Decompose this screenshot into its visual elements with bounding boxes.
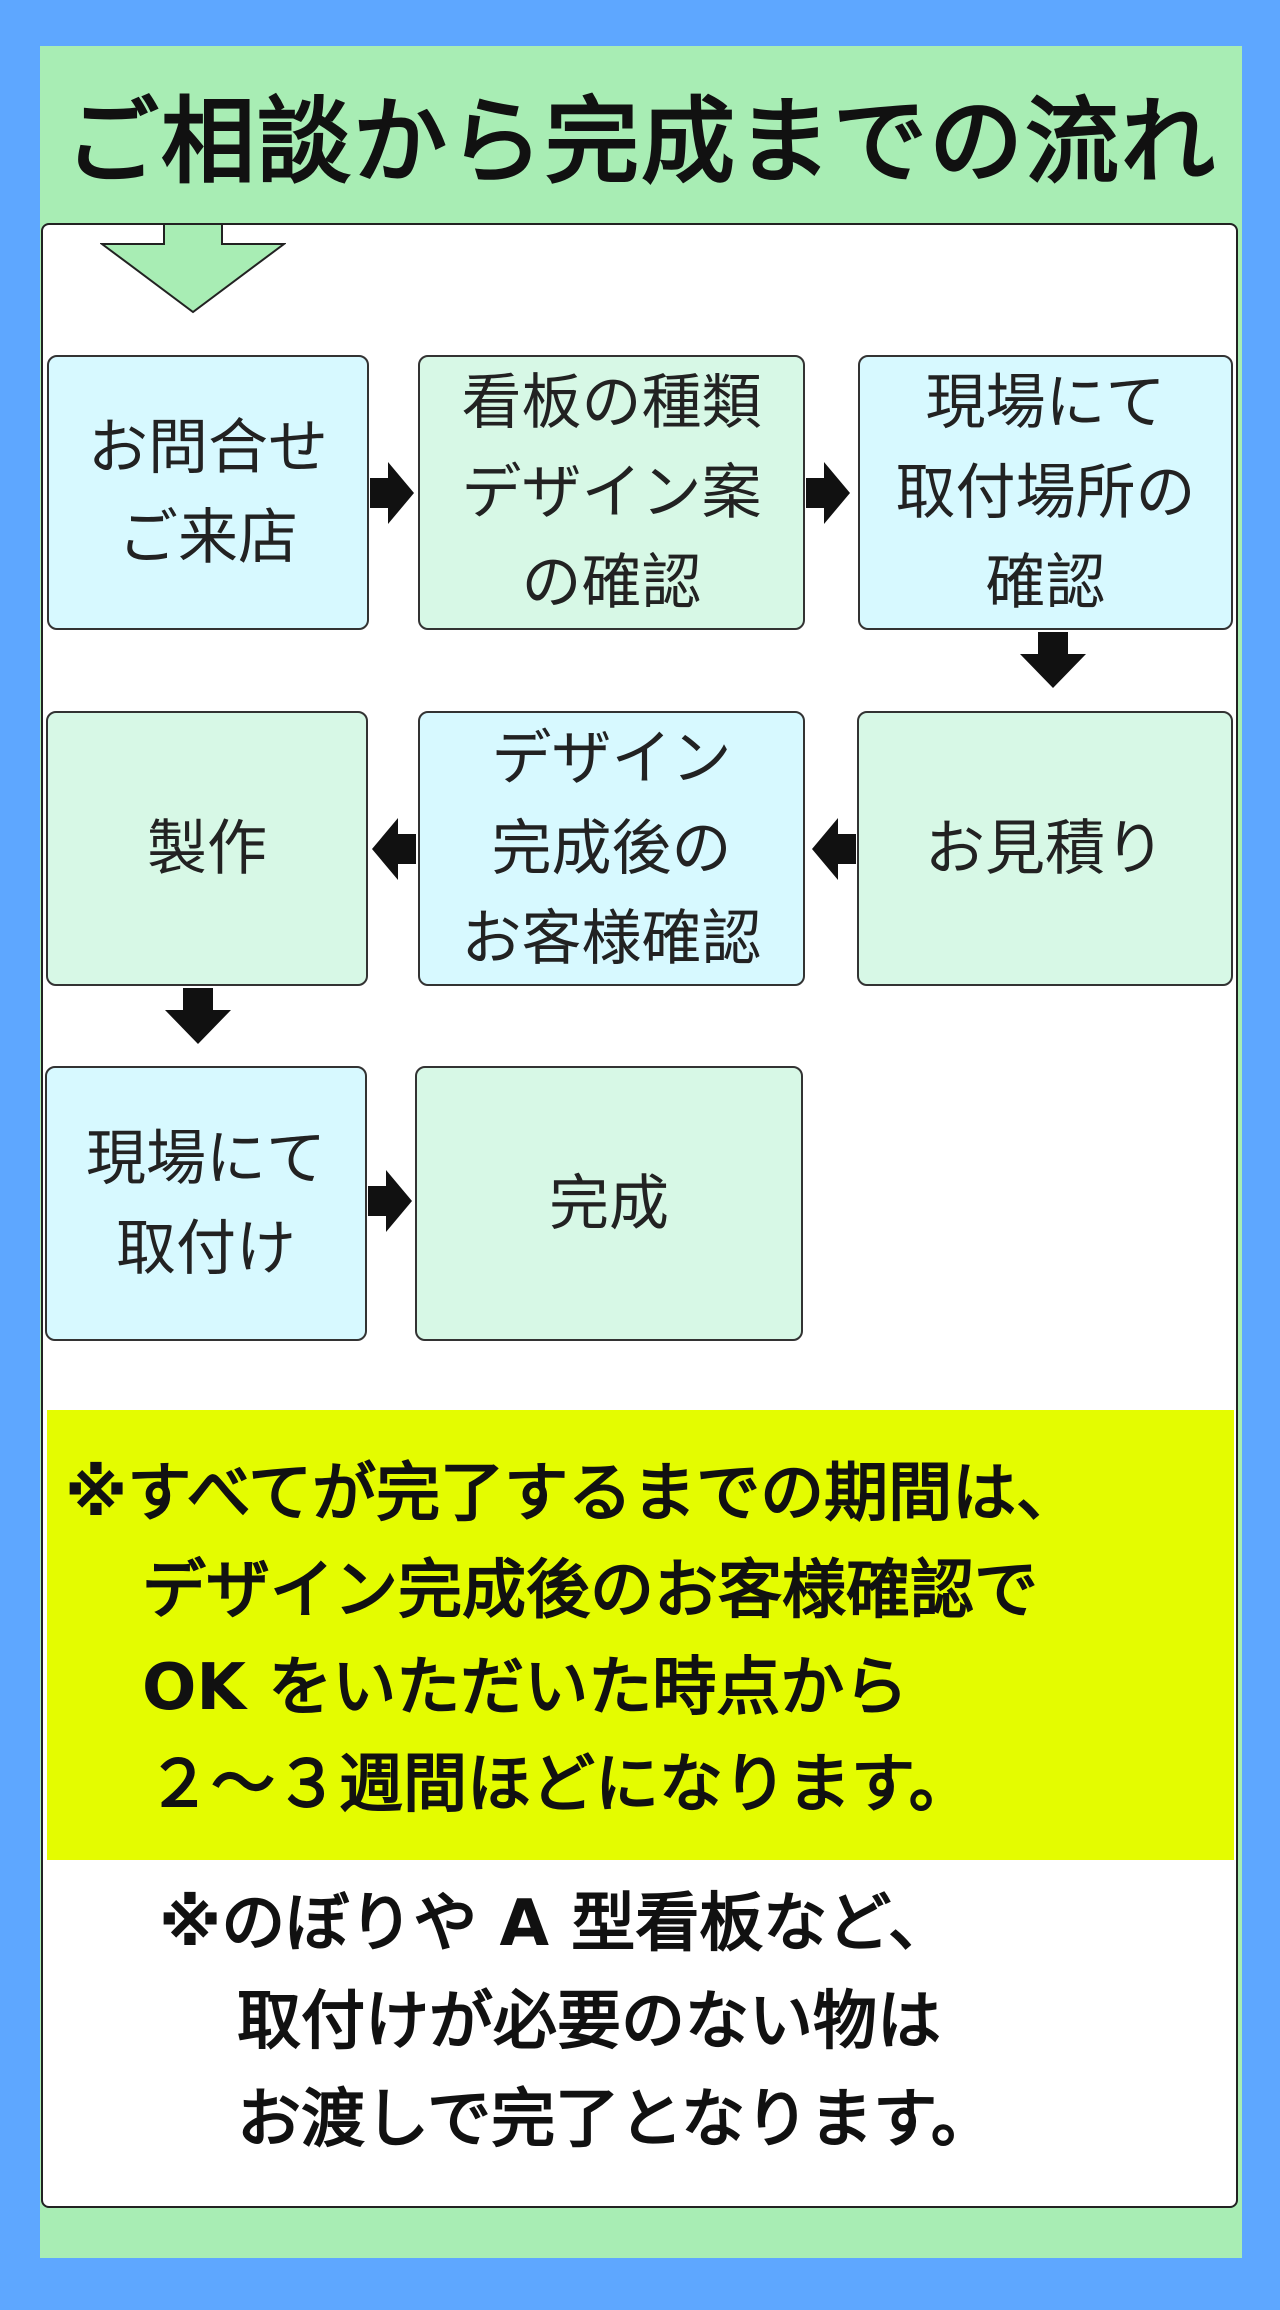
step-label: 現場にて 取付け: [86, 1123, 326, 1284]
step-customer-confirm: デザイン 完成後の お客様確認: [418, 711, 805, 986]
arrow-down-icon: [1020, 632, 1086, 688]
arrow-right-icon: [370, 462, 414, 524]
note-line: ※すべてが完了するまでの期間は、: [65, 1457, 1081, 1531]
note-line: お渡しで完了となります。: [237, 2083, 995, 2157]
duration-note: ※すべてが完了するまでの期間は、 デザイン完成後のお客様確認で OK をいただい…: [47, 1410, 1234, 1860]
arrow-down-icon: [165, 988, 231, 1044]
note-line: ※のぼりや A 型看板など、: [159, 1887, 953, 1961]
arrow-left-icon: [812, 818, 856, 880]
step-production: 製作: [46, 711, 368, 986]
step-label: 現場にて 取付場所の 確認: [895, 367, 1196, 618]
step-inquiry: お問合せ ご来店: [47, 355, 369, 630]
step-complete: 完成: [415, 1066, 803, 1341]
note-line: デザイン完成後のお客様確認で: [142, 1554, 1038, 1628]
arrow-right-icon: [368, 1170, 412, 1232]
start-arrow-icon: [100, 224, 286, 314]
step-label: 製作: [147, 813, 267, 884]
handover-note: ※のぼりや A 型看板など、 取付けが必要のない物は お渡しで完了となります。: [47, 1880, 1234, 2200]
arrow-right-icon: [806, 462, 850, 524]
page-title: ご相談から完成までの流れ: [64, 88, 1217, 197]
note-line: 取付けが必要のない物は: [237, 1985, 941, 2059]
note-line: OK をいただいた時点から: [142, 1651, 909, 1725]
step-label: 看板の種類 デザイン案 の確認: [461, 367, 762, 618]
step-label: お問合せ ご来店: [88, 412, 328, 573]
step-estimate: お見積り: [857, 711, 1233, 986]
step-label: デザイン 完成後の お客様確認: [461, 723, 762, 974]
arrow-left-icon: [372, 818, 416, 880]
step-design-check: 看板の種類 デザイン案 の確認: [418, 355, 805, 630]
step-installation: 現場にて 取付け: [45, 1066, 367, 1341]
step-label: 完成: [549, 1168, 669, 1239]
step-site-survey: 現場にて 取付場所の 確認: [858, 355, 1233, 630]
note-line: ２～３週間ほどになります。: [147, 1748, 973, 1822]
step-label: お見積り: [925, 813, 1165, 884]
